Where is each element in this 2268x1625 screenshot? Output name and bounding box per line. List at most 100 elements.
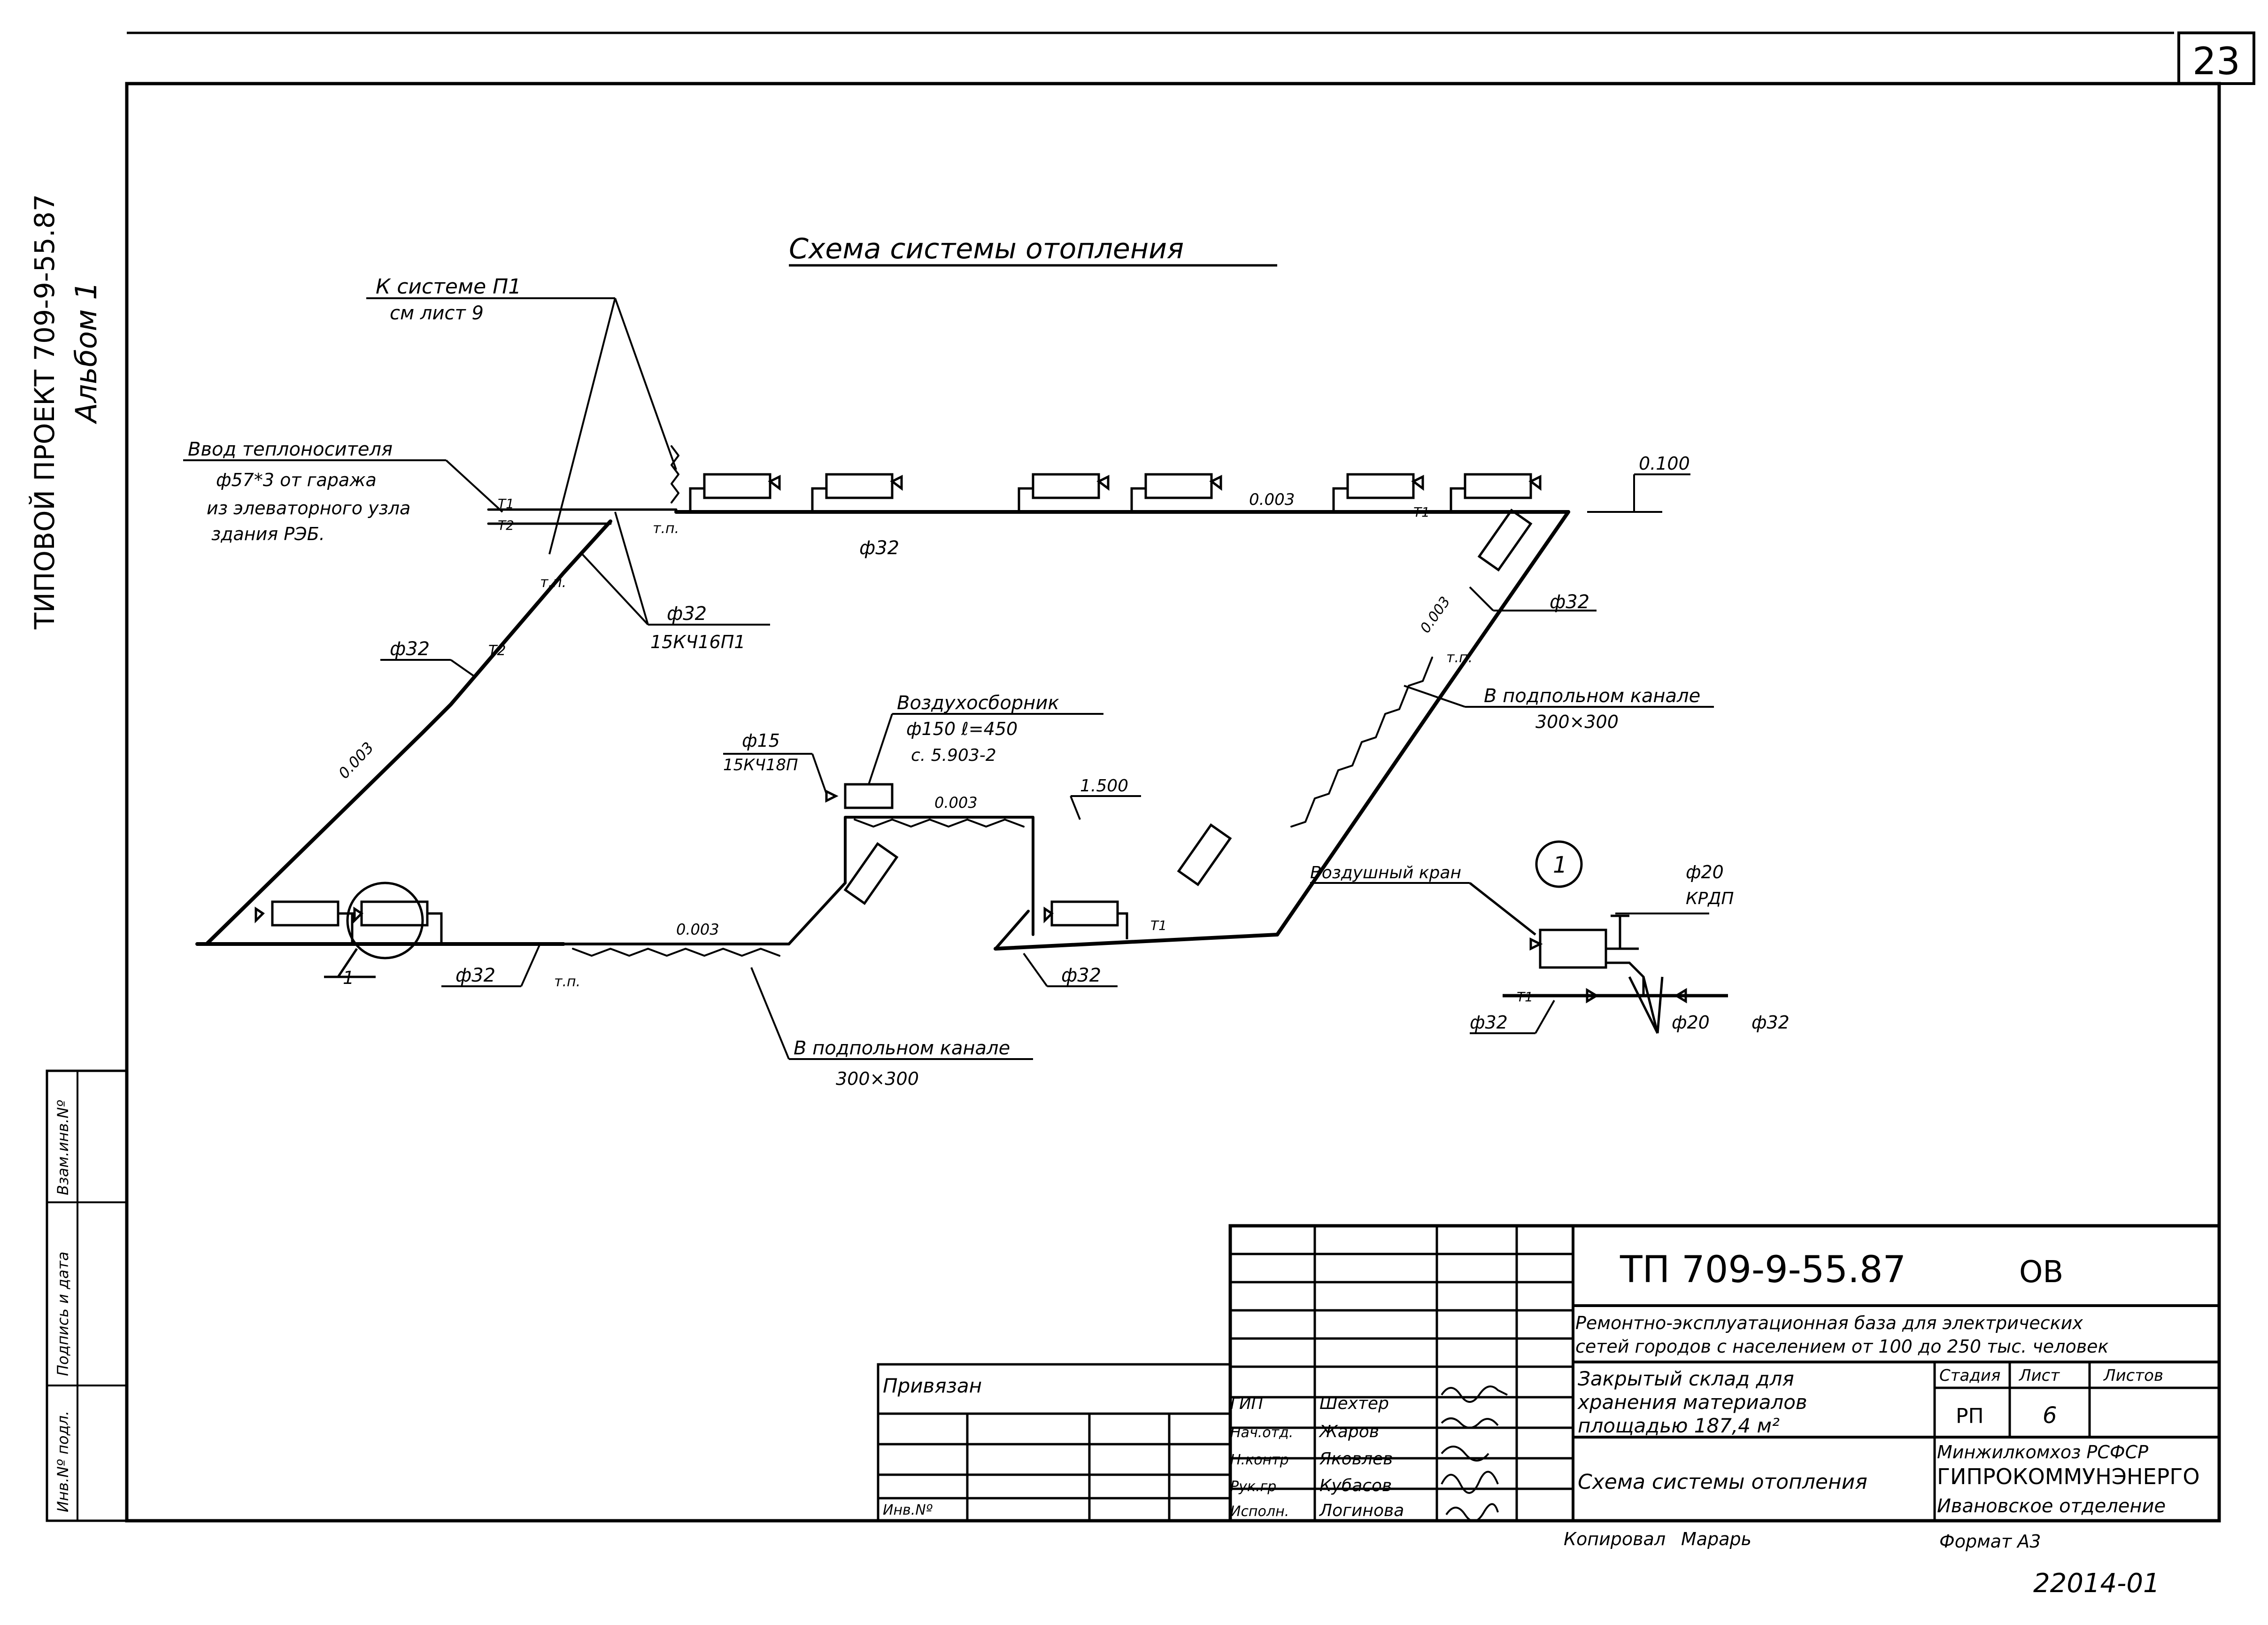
label-phi32-bottom-left: ф32 xyxy=(455,965,495,986)
tb-sheets-header: Листов xyxy=(2103,1366,2163,1385)
pipe-right-bottom xyxy=(994,933,1279,951)
tb-stage-value: РП xyxy=(1956,1404,1984,1428)
middle-loop-pipe xyxy=(844,816,1034,936)
label-t1-entry: Т1 xyxy=(498,496,514,511)
tb-name-control: Яковлев xyxy=(1319,1449,1393,1469)
tb-name-gip: Шехтер xyxy=(1319,1394,1389,1413)
signature xyxy=(1441,1417,1499,1429)
label-t2-entry: Т2 xyxy=(498,518,514,533)
label-air-collector: Воздухосборник xyxy=(897,692,1059,714)
label-underfloor-bottom: В подпольном канале xyxy=(794,1037,1010,1059)
tb-stage-header: Стадия xyxy=(1939,1366,2000,1385)
signatures xyxy=(1441,1385,1508,1522)
tb-copier: Марарь xyxy=(1681,1529,1751,1549)
tb-role-exec: Исполн. xyxy=(1230,1503,1289,1520)
radiator xyxy=(1477,509,1533,572)
radiator xyxy=(811,473,903,512)
tb-name-lead: Кубасов xyxy=(1319,1476,1392,1495)
signature xyxy=(1441,1470,1499,1494)
tb-code: ТП 709-9-55.87 xyxy=(1620,1249,1906,1291)
label-heat-input: Ввод теплоносителя xyxy=(188,439,393,460)
tb-org-3: Ивановское отделение xyxy=(1937,1495,2166,1517)
tb-description-1: Ремонтно-эксплуатационная база для элект… xyxy=(1575,1313,2083,1333)
radiator xyxy=(1332,473,1424,512)
label-valve-15kch16p1: 15КЧ16П1 xyxy=(650,632,746,652)
title-block-grid xyxy=(877,1224,2221,1523)
air-collector-vessel xyxy=(844,783,894,809)
detail-1-drawing xyxy=(1310,840,1728,1034)
left-diagonal-pipe xyxy=(205,519,612,946)
label-phi32-detail-right: ф32 xyxy=(1751,1012,1790,1033)
radiator xyxy=(1043,900,1128,939)
label-t2-left: Т2 xyxy=(488,642,506,659)
side-stamp-table xyxy=(46,1069,128,1522)
label-krdp: КРДП xyxy=(1686,889,1734,908)
tb-inv-no: Инв.Nº xyxy=(883,1502,933,1518)
air-valve-icon xyxy=(825,789,839,803)
label-t1-top: Т1 xyxy=(1413,504,1430,520)
label-air-collector-ref: с. 5.903-2 xyxy=(911,746,996,765)
label-phi32-top: ф32 xyxy=(859,537,899,559)
side-stamp-album: Альбом 1 xyxy=(69,281,103,425)
detail-1-number: 1 xyxy=(1553,852,1567,878)
tb-name-exec: Логинова xyxy=(1319,1501,1404,1520)
radiator xyxy=(689,473,781,512)
radiator xyxy=(255,900,354,944)
leader-lines xyxy=(183,297,1714,1060)
label-air-valve: Воздушный кран xyxy=(1310,863,1461,882)
radiator xyxy=(1018,473,1110,512)
label-slope-middle: 0.003 xyxy=(934,794,978,812)
label-tp-left: т.п. xyxy=(540,574,566,591)
label-phi32-bottom-right: ф32 xyxy=(1061,965,1101,986)
tb-description-2: сетей городов с населением от 100 до 250… xyxy=(1575,1336,2108,1357)
label-slope-right: 0.003 xyxy=(1417,594,1454,636)
tb-building-1: Закрытый склад для xyxy=(1578,1367,1794,1390)
label-underfloor-right: В подпольном канале xyxy=(1484,685,1700,707)
label-tp-right: т.п. xyxy=(1446,650,1473,666)
radiator xyxy=(1177,823,1232,886)
page-number: 23 xyxy=(2192,39,2240,83)
side-stamp-project: ТИПОВОЙ ПРОЕКТ 709-9-55.87 xyxy=(28,194,61,630)
tb-section: ОВ xyxy=(2019,1255,2063,1290)
signature xyxy=(1445,1503,1499,1522)
tb-sheet-value: 6 xyxy=(2043,1402,2057,1429)
label-phi32-left: ф32 xyxy=(390,638,430,660)
label-heat-input-from: из элеваторного узла xyxy=(207,498,410,518)
label-phi15: ф15 xyxy=(742,730,780,751)
label-channel-size-bottom: 300×300 xyxy=(836,1068,919,1089)
label-phi32-detail-left: ф32 xyxy=(1470,1012,1508,1033)
tb-building-2: хранения материалов xyxy=(1577,1391,1807,1414)
label-to-system-p1: К системе П1 xyxy=(376,275,521,299)
label-t1-bottom: Т1 xyxy=(1150,918,1167,933)
label-tp-bottom: т.п. xyxy=(554,974,580,990)
label-slope-left: 0.003 xyxy=(335,739,377,782)
label-see-sheet-9: см лист 9 xyxy=(390,302,484,324)
radiators xyxy=(255,473,1542,978)
label-air-collector-size: ф150 ℓ=450 xyxy=(906,719,1018,739)
tb-roles: ГИП Шехтер Нач.отд. Жаров Н.контр Яковле… xyxy=(1230,1394,1404,1520)
tb-org-1: Минжилкомхоз РСФСР xyxy=(1937,1442,2148,1462)
label-slope-bottom: 0.003 xyxy=(676,921,719,938)
tb-role-lead: Рук.гр xyxy=(1230,1478,1276,1495)
side-col-replace: Взам.инв.Nº xyxy=(54,1100,72,1195)
riser-zigzag xyxy=(671,445,679,503)
label-tp-top: т.п. xyxy=(653,520,679,537)
pipe-network xyxy=(195,445,1570,957)
tb-sheet-header: Лист xyxy=(2018,1366,2060,1385)
side-col-inv: Инв.Nº подл. xyxy=(54,1411,72,1512)
channel-zigzag-right xyxy=(1290,657,1433,828)
label-detail-ref: 1 xyxy=(343,967,354,988)
tb-sheet-title: Схема системы отопления xyxy=(1578,1470,1867,1494)
signature xyxy=(1441,1385,1508,1403)
tb-name-head: Жаров xyxy=(1319,1422,1379,1441)
tb-copied-by: Копировал xyxy=(1564,1529,1666,1549)
side-col-signature: Подпись и дата xyxy=(54,1252,72,1376)
label-phi32-valve: ф32 xyxy=(667,603,707,625)
label-slope-top: 0.003 xyxy=(1249,490,1295,509)
right-diagonal-pipe xyxy=(1275,510,1570,936)
tb-bound-to: Привязан xyxy=(883,1374,982,1397)
label-phi20-top: ф20 xyxy=(1686,862,1724,882)
tb-building-3: площадью 187,4 м² xyxy=(1578,1414,1780,1437)
detail-callout-circle xyxy=(346,882,424,960)
tb-role-head: Нач.отд. xyxy=(1230,1424,1293,1441)
